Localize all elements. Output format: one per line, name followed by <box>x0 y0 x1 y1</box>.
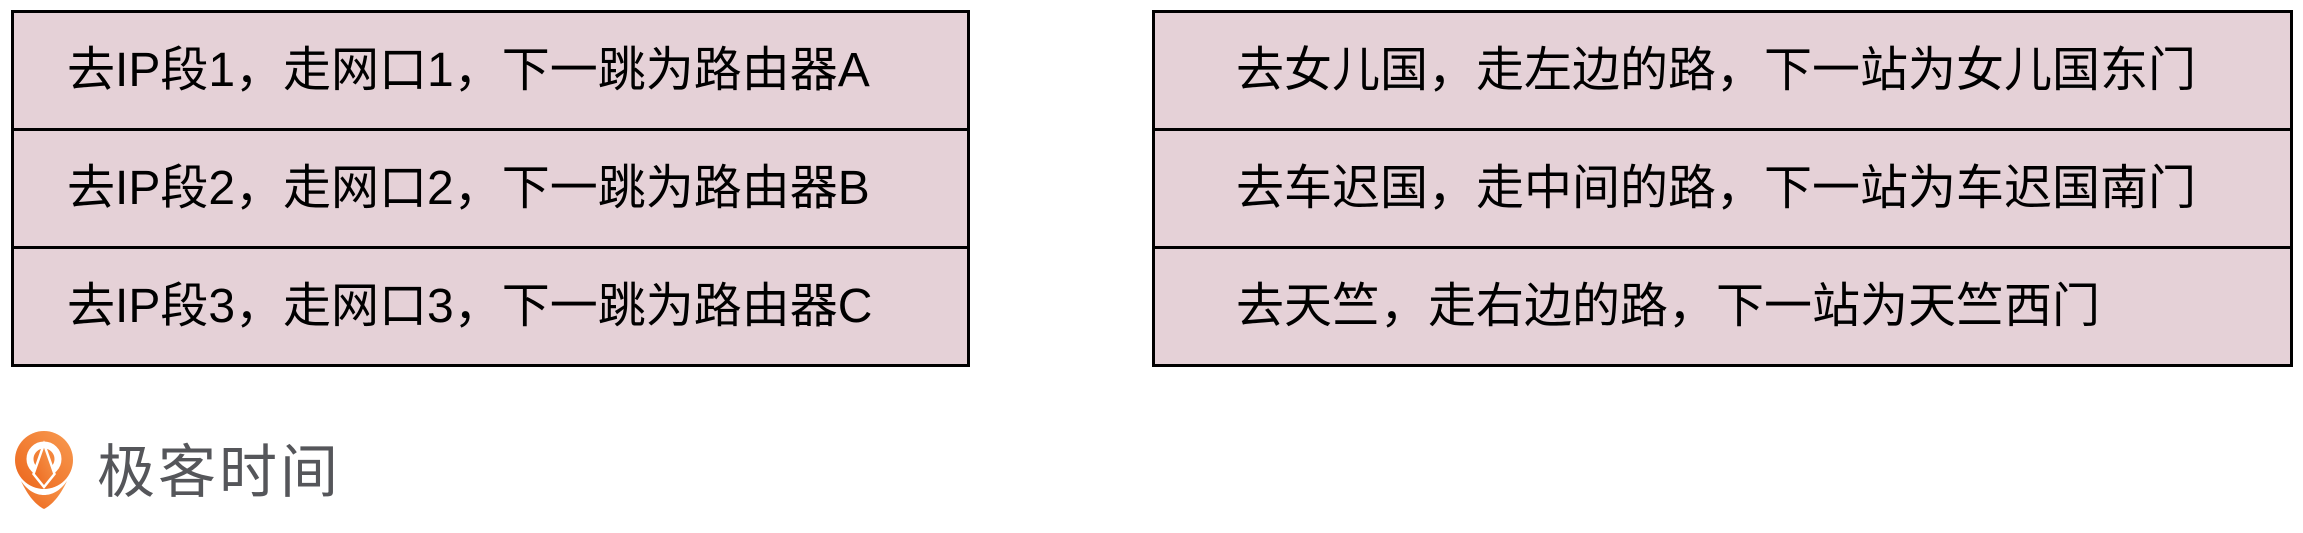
table-cell-text: 去车迟国，走中间的路，下一站为车迟国南门 <box>1236 161 2197 215</box>
table-cell-text: 去天竺，走右边的路，下一站为天竺西门 <box>1236 279 2101 333</box>
journey-table: 去女儿国，走左边的路，下一站为女儿国东门 去车迟国，走中间的路，下一站为车迟国南… <box>1152 10 2293 367</box>
table-row: 去天竺，走右边的路，下一站为天竺西门 <box>1155 246 2290 364</box>
table-row: 去IP段2，走网口2，下一跳为路由器B <box>14 128 967 246</box>
geektime-logo-text: 极客时间 <box>97 440 342 505</box>
table-row: 去IP段3，走网口3，下一跳为路由器C <box>14 246 967 364</box>
table-cell-text: 去IP段2，走网口2，下一跳为路由器B <box>67 161 870 215</box>
table-cell-text: 去IP段1，走网口1，下一跳为路由器A <box>67 43 870 97</box>
table-row: 去车迟国，走中间的路，下一站为车迟国南门 <box>1155 128 2290 246</box>
geektime-pin-icon <box>13 430 75 512</box>
geektime-logo: 极客时间 <box>13 430 341 512</box>
routing-table: 去IP段1，走网口1，下一跳为路由器A 去IP段2，走网口2，下一跳为路由器B … <box>11 10 970 367</box>
table-row: 去女儿国，走左边的路，下一站为女儿国东门 <box>1155 13 2290 128</box>
table-cell-text: 去女儿国，走左边的路，下一站为女儿国东门 <box>1236 43 2197 97</box>
table-cell-text: 去IP段3，走网口3，下一跳为路由器C <box>67 279 873 333</box>
table-row: 去IP段1，走网口1，下一跳为路由器A <box>14 13 967 128</box>
